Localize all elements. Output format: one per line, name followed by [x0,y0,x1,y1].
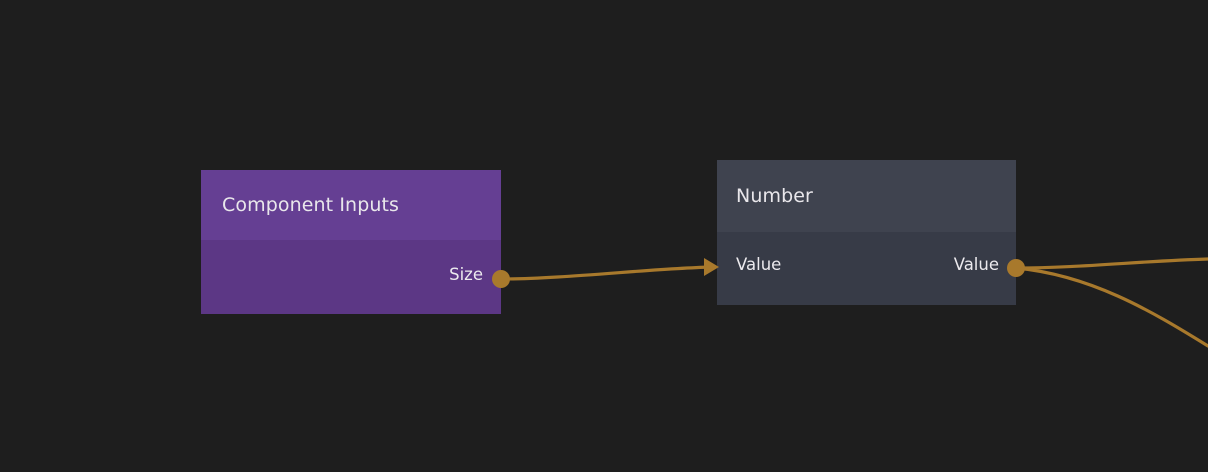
input-port-label-value: Value [736,255,782,274]
node-number[interactable]: Number Value Value [717,160,1016,305]
node-header-component-inputs[interactable]: Component Inputs [201,170,501,240]
node-title: Number [736,185,813,207]
output-row-size[interactable]: Size [201,265,501,284]
node-body-number: Value Value [717,232,1016,305]
node-title: Component Inputs [222,194,400,216]
edge-value-out-upper [1014,257,1208,270]
node-body-component-inputs: Size [201,240,501,314]
output-port-dot-size[interactable] [492,270,510,288]
output-port-dot-value[interactable] [1007,259,1025,277]
node-component-inputs[interactable]: Component Inputs Size [201,170,501,314]
edge-value-out-lower [1014,266,1208,348]
node-header-number[interactable]: Number [717,160,1016,232]
output-port-label-value: Value [953,255,999,274]
input-port-arrow-value[interactable] [704,258,719,276]
output-port-label-size: Size [449,265,483,284]
edge-size-to-value [499,265,716,281]
port-row-value[interactable]: Value Value [717,255,1016,274]
